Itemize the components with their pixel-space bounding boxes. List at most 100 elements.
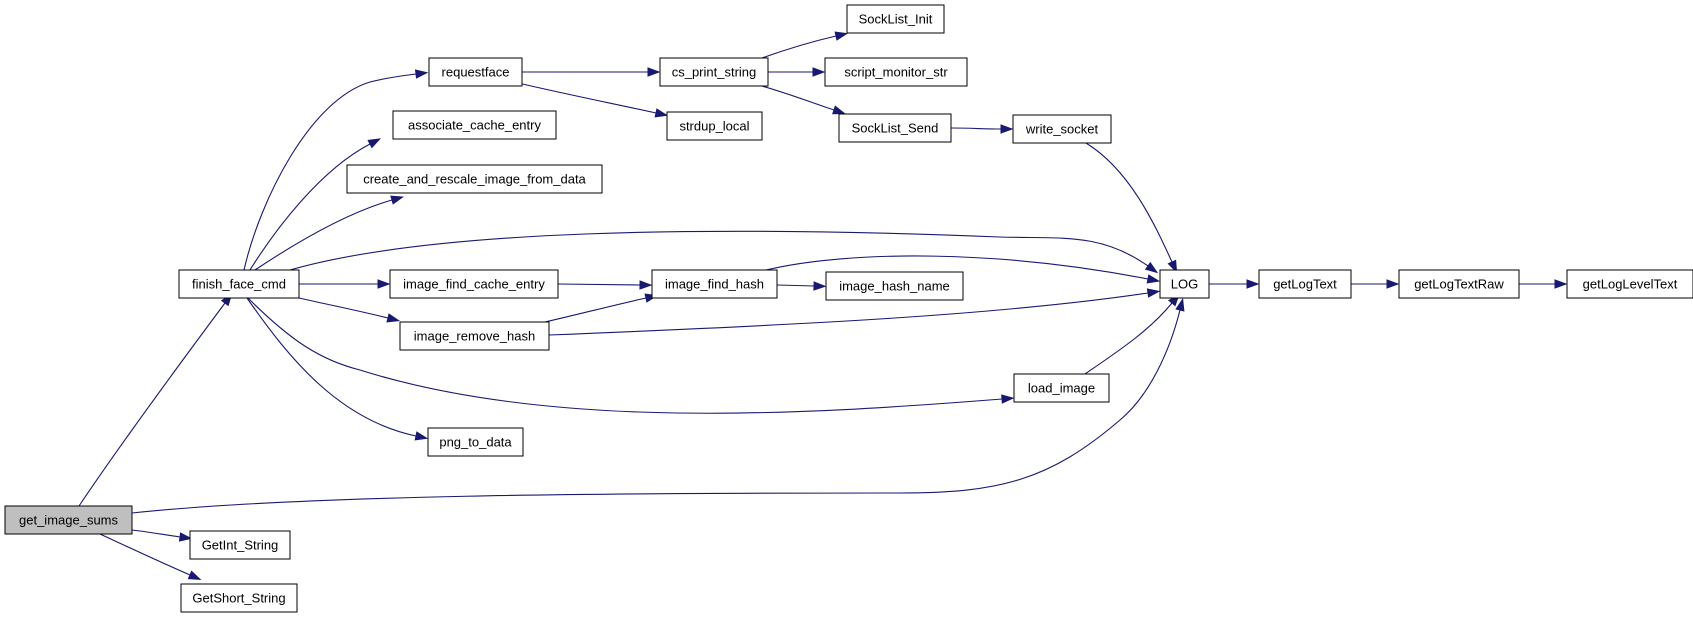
node-box — [428, 57, 523, 87]
edge-arrowhead — [812, 67, 826, 77]
edge-image_find_cache_entry-to-image_find_hash — [557, 280, 653, 290]
edge-image_remove_hash-to-image_find_hash — [544, 293, 659, 323]
node-box — [399, 321, 550, 351]
edge-line — [517, 82, 657, 114]
edge-finish_face_cmd-to-load_image — [247, 297, 1015, 414]
edge-arrowhead — [1144, 261, 1159, 274]
node-box — [824, 57, 968, 87]
node-label: GetShort_String — [192, 591, 285, 606]
node-box — [392, 110, 557, 140]
edge-line — [1085, 142, 1173, 263]
node-image_remove_hash[interactable]: image_remove_hash — [399, 321, 550, 351]
node-finish_face_cmd[interactable]: finish_face_cmd — [178, 269, 300, 299]
edge-get_image_sums-to-GetShort_String — [99, 533, 202, 580]
node-label: script_monitor_str — [844, 65, 948, 80]
call-graph-edges — [78, 31, 1568, 580]
edge-line — [78, 302, 226, 507]
node-GetInt_String[interactable]: GetInt_String — [189, 530, 291, 560]
node-label: image_find_hash — [665, 277, 764, 292]
edge-line — [765, 255, 1149, 280]
edge-line — [99, 533, 191, 576]
edge-finish_face_cmd-to-LOG — [289, 230, 1159, 274]
node-getLogText[interactable]: getLogText — [1258, 269, 1352, 299]
edge-arrowhead — [654, 108, 669, 118]
node-label: write_socket — [1025, 122, 1099, 137]
node-GetShort_String[interactable]: GetShort_String — [180, 583, 298, 613]
node-box — [389, 269, 559, 299]
edge-arrowhead — [1001, 394, 1015, 404]
node-write_socket[interactable]: write_socket — [1012, 114, 1112, 144]
edge-line — [761, 35, 837, 59]
node-label: cs_print_string — [672, 65, 757, 80]
node-box — [180, 583, 298, 613]
node-label: requestface — [442, 65, 510, 80]
node-box — [1159, 269, 1210, 299]
edge-line — [1084, 302, 1173, 375]
edge-write_socket-to-LOG — [1085, 142, 1178, 274]
edge-requestface-to-cs_print_string — [522, 67, 661, 77]
node-image_find_cache_entry[interactable]: image_find_cache_entry — [389, 269, 559, 299]
edge-arrowhead — [834, 31, 849, 41]
node-requestface[interactable]: requestface — [428, 57, 523, 87]
node-strdup_local[interactable]: strdup_local — [666, 111, 763, 141]
edge-LOG-to-getLogText — [1209, 279, 1260, 289]
node-image_hash_name[interactable]: image_hash_name — [825, 271, 964, 301]
edge-arrowhead — [414, 69, 429, 79]
edge-line — [131, 529, 181, 538]
node-label: image_hash_name — [839, 279, 950, 294]
node-label: image_find_cache_entry — [403, 277, 545, 292]
edge-finish_face_cmd-to-image_find_cache_entry — [299, 279, 391, 289]
node-box — [1566, 269, 1693, 299]
node-label: associate_cache_entry — [408, 118, 541, 133]
node-SockList_Send[interactable]: SockList_Send — [838, 113, 952, 143]
node-cs_print_string[interactable]: cs_print_string — [659, 57, 769, 87]
node-associate_cache_entry[interactable]: associate_cache_entry — [392, 110, 557, 140]
edge-load_image-to-LOG — [1084, 293, 1180, 375]
node-label: getLogLevelText — [1583, 277, 1678, 292]
edge-line — [243, 73, 417, 271]
edge-image_remove_hash-to-LOG — [548, 288, 1161, 336]
edge-arrowhead — [1146, 288, 1161, 298]
edge-line — [254, 199, 393, 271]
edge-cs_print_string-to-SockList_Send — [761, 85, 846, 115]
node-image_find_hash[interactable]: image_find_hash — [651, 269, 778, 299]
node-box — [1398, 269, 1520, 299]
edge-image_find_hash-to-image_hash_name — [776, 281, 827, 291]
node-label: finish_face_cmd — [192, 277, 286, 292]
edge-line — [776, 284, 815, 287]
edge-cs_print_string-to-script_monitor_str — [768, 67, 826, 77]
node-getLogLevelText[interactable]: getLogLevelText — [1566, 269, 1693, 299]
edge-arrowhead — [367, 138, 382, 149]
edge-finish_face_cmd-to-requestface — [243, 69, 429, 271]
node-label: SockList_Init — [859, 12, 933, 27]
node-script_monitor_str[interactable]: script_monitor_str — [824, 57, 968, 87]
node-label: strdup_local — [679, 119, 749, 134]
edge-getLogText-to-getLogTextRaw — [1351, 279, 1400, 289]
edge-arrowhead — [1000, 124, 1014, 134]
node-LOG[interactable]: LOG — [1159, 269, 1210, 299]
node-box — [1013, 373, 1110, 403]
edge-finish_face_cmd-to-associate_cache_entry — [249, 138, 382, 271]
edge-finish_face_cmd-to-create_and_rescale_image_from_data — [254, 195, 404, 271]
node-box — [1258, 269, 1352, 299]
node-png_to_data[interactable]: png_to_data — [427, 427, 524, 457]
node-label: SockList_Send — [852, 121, 939, 136]
node-create_and_rescale_image_from_data[interactable]: create_and_rescale_image_from_data — [346, 164, 603, 194]
edge-arrowhead — [414, 431, 429, 441]
node-box — [346, 164, 603, 194]
node-get_image_sums[interactable]: get_image_sums — [4, 505, 133, 535]
node-box — [846, 4, 945, 34]
edge-arrowhead — [386, 313, 401, 323]
edge-arrowhead — [1386, 279, 1400, 289]
node-box — [659, 57, 769, 87]
edge-arrowhead — [1246, 279, 1260, 289]
node-load_image[interactable]: load_image — [1013, 373, 1110, 403]
edge-line — [298, 297, 389, 319]
node-label: load_image — [1028, 381, 1095, 396]
node-box — [666, 111, 763, 141]
node-getLogTextRaw[interactable]: getLogTextRaw — [1398, 269, 1520, 299]
edge-arrowhead — [1146, 274, 1161, 284]
node-SockList_Init[interactable]: SockList_Init — [846, 4, 945, 34]
edge-SockList_Send-to-write_socket — [950, 124, 1014, 134]
